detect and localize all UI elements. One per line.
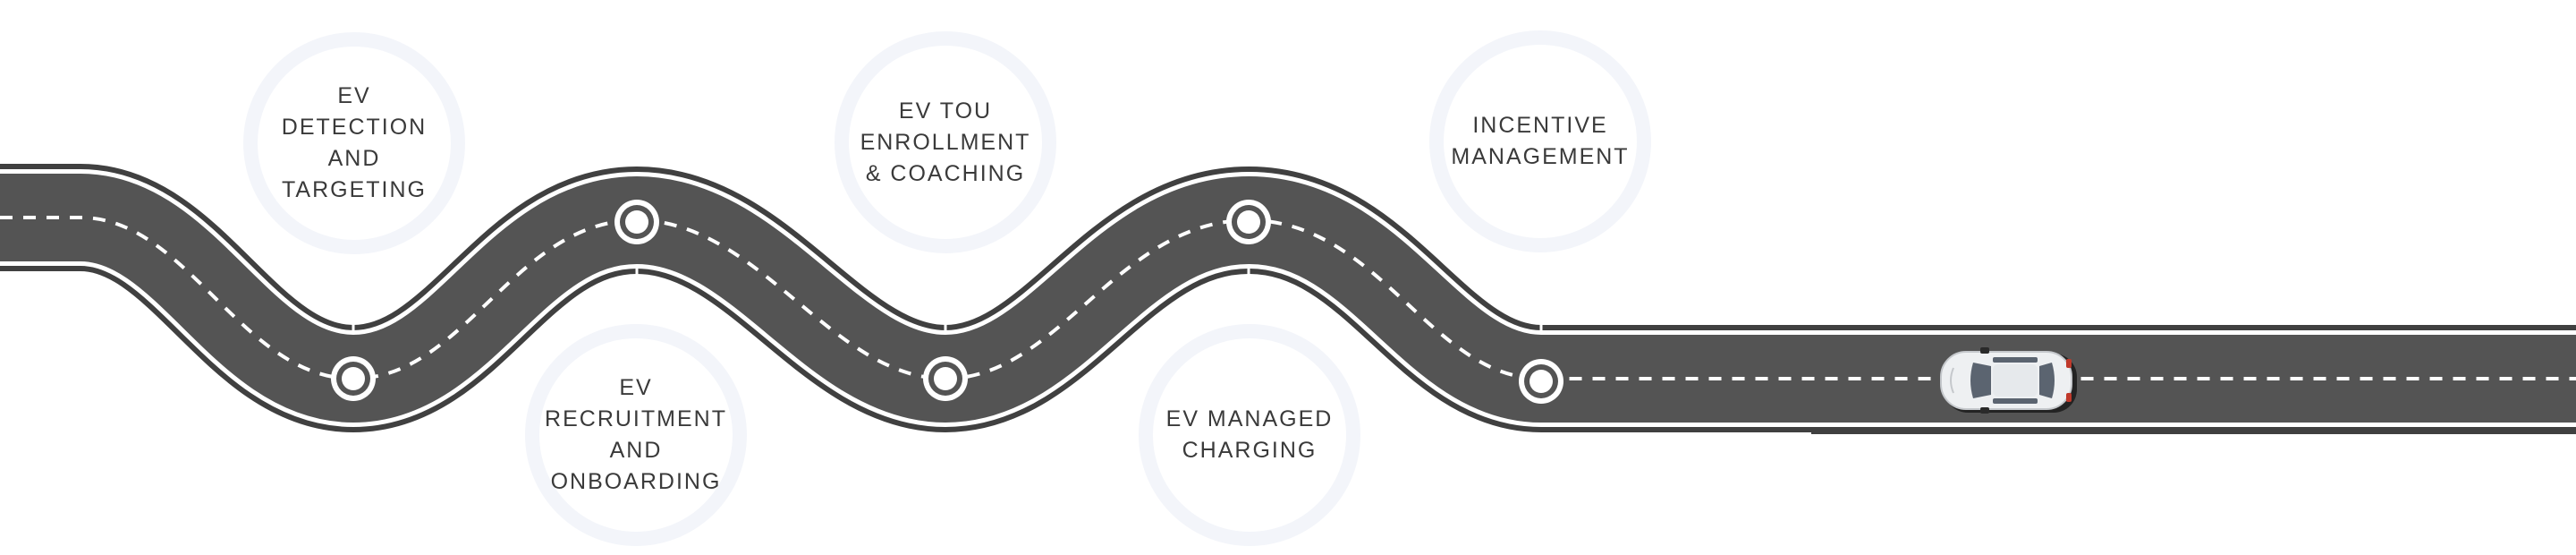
milestone-marker-icon [923, 261, 968, 401]
milestone-label: EV RECRUITMENT AND ONBOARDING [545, 375, 727, 494]
milestone-label: INCENTIVE MANAGEMENT [1451, 113, 1630, 169]
milestone-ev-tou-enrollment-and-coaching: EV TOU ENROLLMENT & COACHING [835, 31, 1056, 253]
milestone-marker-icon [331, 261, 376, 401]
milestone-incentive-management: INCENTIVE MANAGEMENT [1429, 30, 1651, 252]
milestone-ev-managed-charging: EV MANAGED CHARGING [1139, 324, 1360, 546]
milestone-label: EV MANAGED CHARGING [1165, 406, 1334, 463]
milestone-ev-recruitment-and-onboarding: EV RECRUITMENT AND ONBOARDING [525, 324, 747, 546]
milestone-label: EV TOU ENROLLMENT & COACHING [860, 98, 1031, 186]
milestone-label: EV DETECTION AND TARGETING [281, 83, 428, 202]
milestone-marker-icon [1519, 261, 1563, 404]
milestone-marker-icon [1226, 200, 1271, 335]
milestone-ev-detection-and-targeting: EV DETECTION AND TARGETING [243, 32, 465, 254]
milestone-marker-icon [614, 200, 659, 335]
